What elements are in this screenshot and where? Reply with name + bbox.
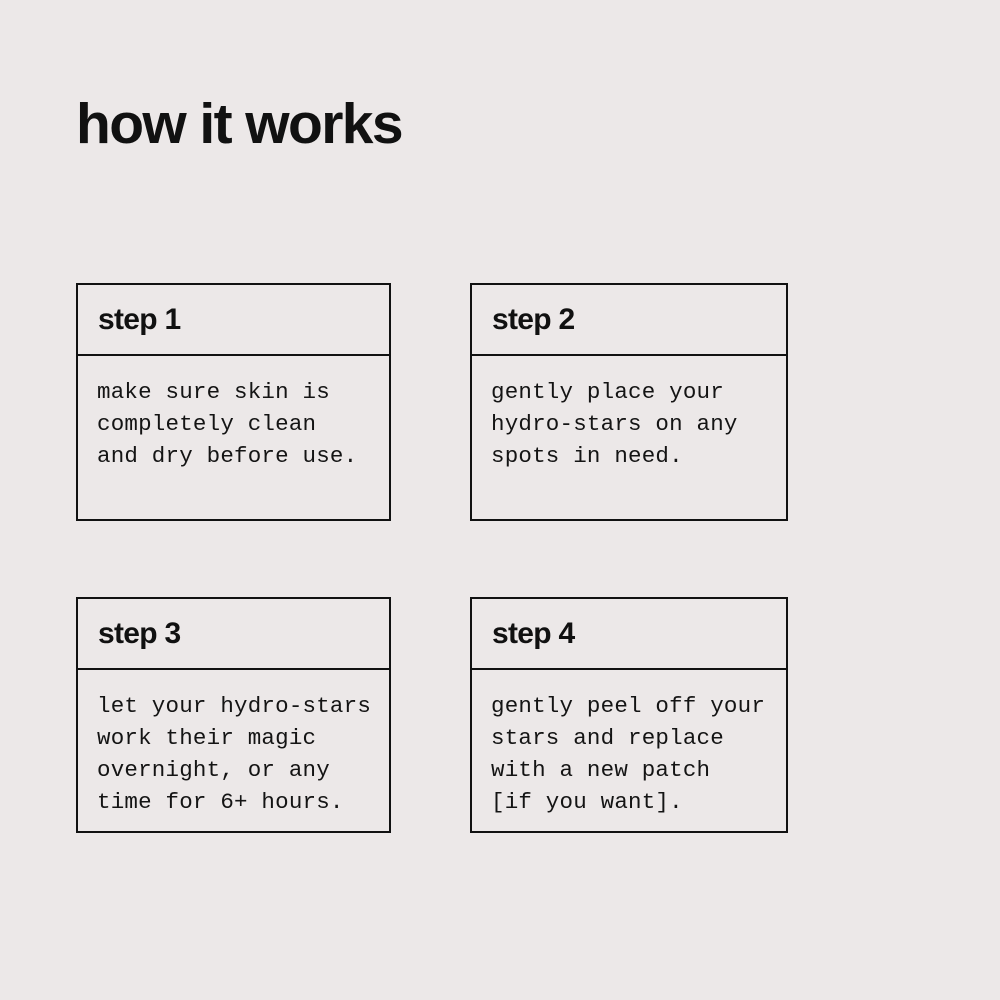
step-card-3-header: step 3 (78, 599, 389, 670)
step-card-4: step 4 gently peel off your stars and re… (470, 597, 788, 833)
step-card-3-title: step 3 (98, 616, 181, 650)
step-card-4-title: step 4 (492, 616, 575, 650)
step-card-2-title: step 2 (492, 302, 575, 336)
step-card-1-header: step 1 (78, 285, 389, 356)
step-card-2-header: step 2 (472, 285, 786, 356)
step-card-3: step 3 let your hydro-stars work their m… (76, 597, 391, 833)
step-card-1: step 1 make sure skin is completely clea… (76, 283, 391, 521)
step-card-2: step 2 gently place your hydro-stars on … (470, 283, 788, 521)
step-card-2-text: gently place your hydro-stars on any spo… (491, 379, 738, 469)
step-card-3-text: let your hydro-stars work their magic ov… (97, 693, 372, 815)
page-title: how it works (76, 92, 404, 156)
step-card-1-body: make sure skin is completely clean and d… (78, 356, 389, 519)
step-card-4-body: gently peel off your stars and replace w… (472, 670, 786, 831)
step-card-1-title: step 1 (98, 302, 181, 336)
step-card-2-body: gently place your hydro-stars on any spo… (472, 356, 786, 519)
step-card-3-body: let your hydro-stars work their magic ov… (78, 670, 389, 831)
step-card-4-header: step 4 (472, 599, 786, 670)
step-card-4-text: gently peel off your stars and replace w… (491, 693, 766, 815)
step-card-1-text: make sure skin is completely clean and d… (97, 379, 358, 469)
